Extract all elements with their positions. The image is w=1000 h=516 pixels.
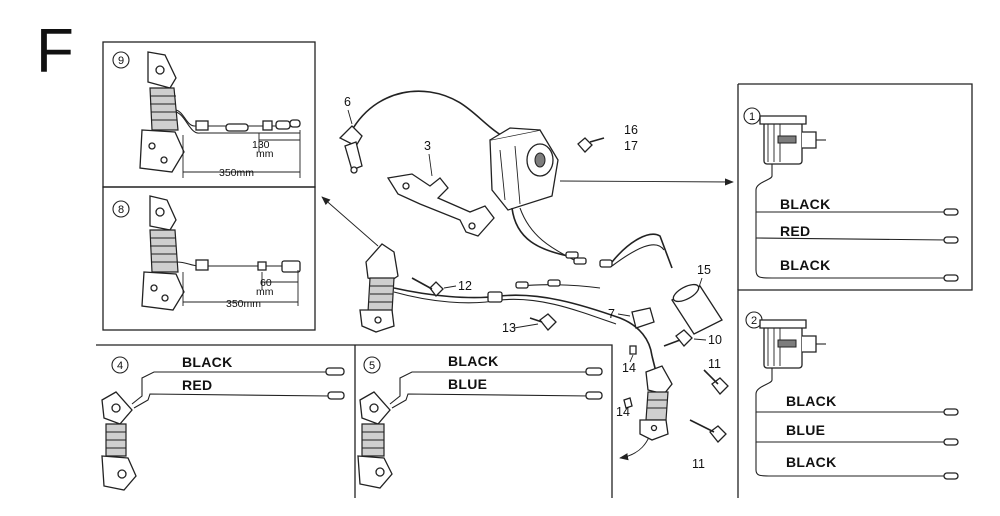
callout-9: 9 <box>118 55 124 67</box>
callout-2: 2 <box>751 315 757 327</box>
label-part-15: 15 <box>697 263 711 277</box>
wire-label-red: RED <box>182 377 212 393</box>
wire-label-black: BLACK <box>780 196 831 212</box>
callout-8: 8 <box>118 204 124 216</box>
label-part-13: 13 <box>502 321 516 335</box>
pointer-arrow-to-inset-1 <box>559 178 734 186</box>
label-part-7: 7 <box>608 307 615 321</box>
wire-label-black: BLACK <box>786 454 837 470</box>
dim-350mm: 350mm <box>219 167 254 179</box>
panel-frames <box>96 41 973 498</box>
dim-60mm-unit: mm <box>256 286 274 298</box>
wire-label-black: BLACK <box>448 353 499 369</box>
label-part-17: 17 <box>624 139 638 153</box>
label-part-3: 3 <box>424 139 431 153</box>
dim-130mm-value: 130 <box>252 139 270 151</box>
wire-label-black: BLACK <box>182 354 233 370</box>
inset-8: 8 60 mm 350mm <box>112 195 301 311</box>
inset-5: 5 BLACK BLUE <box>357 353 603 489</box>
inset-9: 9 130 mm 350mm <box>112 51 301 179</box>
wire-label-blue: BLUE <box>786 422 825 438</box>
callout-1: 1 <box>749 111 755 123</box>
label-part-10: 10 <box>708 333 722 347</box>
wire-label-blue: BLUE <box>448 376 487 392</box>
label-part-6: 6 <box>344 95 351 109</box>
label-part-16: 16 <box>624 123 638 137</box>
label-part-14b: 14 <box>616 405 630 419</box>
label-part-14a: 14 <box>622 361 636 375</box>
label-part-11a: 11 <box>708 357 721 371</box>
pointer-arrow-to-inset-8 <box>321 196 379 247</box>
section-letter: F <box>36 17 74 86</box>
label-part-11b: 11 <box>692 457 705 471</box>
dim-130mm-unit: mm <box>256 148 274 160</box>
inset-2: 2 BLACK BLUE BLACK <box>745 311 959 480</box>
dim-350mm: 350mm <box>226 298 261 310</box>
label-part-12: 12 <box>458 279 472 293</box>
dim-60mm-value: 60 <box>260 277 272 289</box>
callout-5: 5 <box>369 360 375 372</box>
inset-4: 4 BLACK RED <box>101 354 345 491</box>
inset-1: 1 BLACK RED BLACK <box>743 107 959 282</box>
wire-label-red: RED <box>780 223 810 239</box>
main-assembly: 6 3 16 17 <box>321 90 734 471</box>
callout-4: 4 <box>117 360 123 372</box>
wire-label-black: BLACK <box>780 257 831 273</box>
wire-label-black: BLACK <box>786 393 837 409</box>
